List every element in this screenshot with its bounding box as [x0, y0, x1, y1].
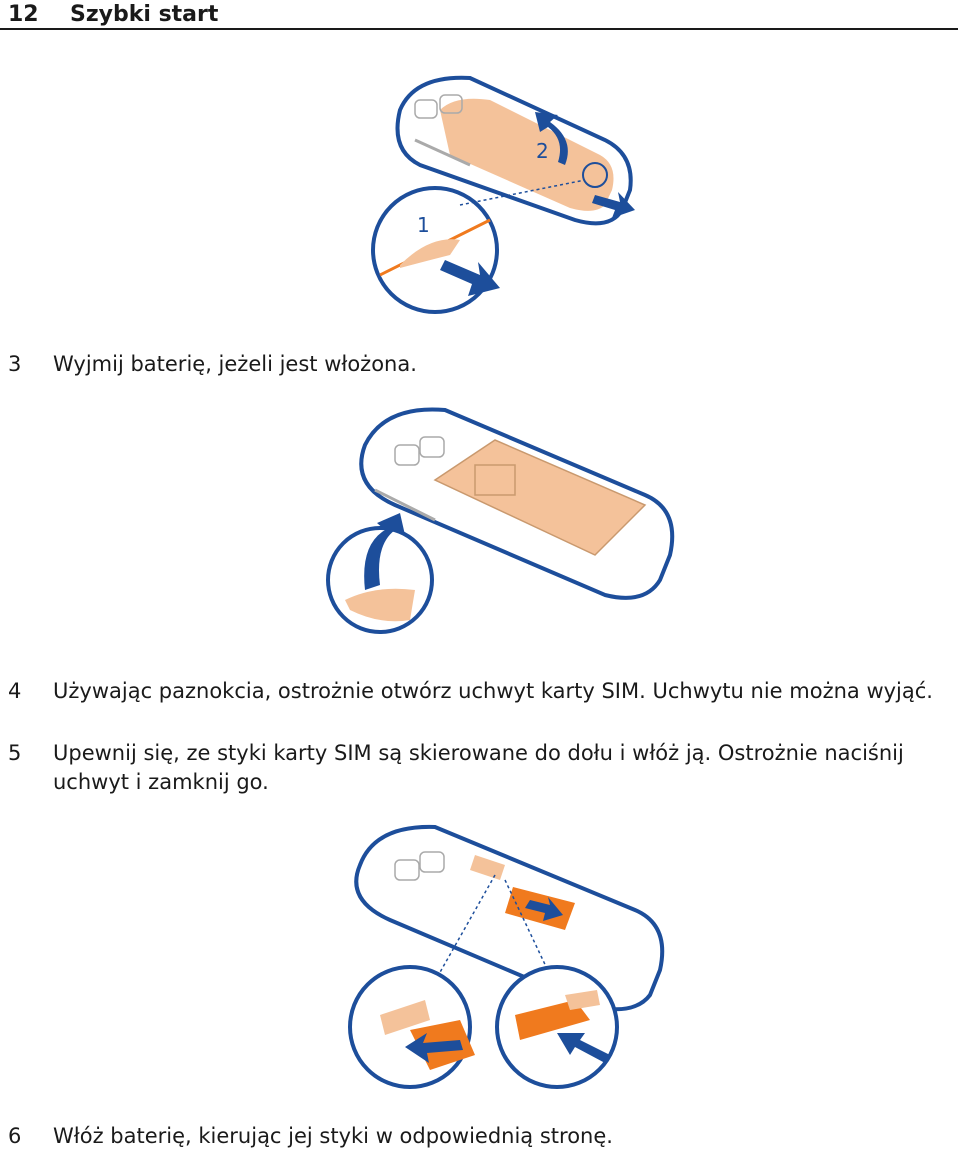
arrow-sim-icon — [525, 897, 563, 921]
arrow-sim-right-icon — [557, 1033, 610, 1063]
phone-back-open — [359, 407, 675, 600]
step-number: 4 — [8, 679, 22, 703]
step-text: Upewnij się, ze styki karty SIM są skier… — [53, 741, 904, 794]
phone-back-sim — [354, 824, 665, 1012]
arrow-push-icon — [440, 260, 500, 296]
step-number: 3 — [8, 352, 22, 376]
arrow-sim-left-icon — [405, 1033, 463, 1063]
step-text: Włóż baterię, kierując jej styki w odpow… — [53, 1124, 613, 1148]
page-number: 12 — [8, 2, 39, 27]
illustration-remove-cover: 2 1 — [371, 75, 635, 314]
step-text: Używając paznokcia, ostrożnie otwórz uch… — [53, 679, 933, 703]
step-number: 5 — [8, 741, 22, 765]
detail-circle-sim-right — [495, 965, 619, 1089]
arrow-lift-icon — [535, 112, 568, 165]
illustration-insert-sim — [348, 824, 665, 1089]
header-rule — [0, 28, 958, 30]
arrow-slide-icon — [592, 192, 635, 218]
illustration-remove-battery — [326, 407, 675, 634]
section-title: Szybki start — [70, 2, 219, 27]
detail-circle-battery — [326, 526, 434, 634]
page-header: 12 Szybki start — [0, 0, 960, 30]
label-step-2: 2 — [536, 139, 549, 163]
label-step-1: 1 — [417, 213, 430, 237]
phone-back-cover — [395, 75, 633, 226]
step-text: Wyjmij baterię, jeżeli jest włożona. — [53, 352, 417, 376]
step-number: 6 — [8, 1124, 22, 1148]
arrow-lift-battery-icon — [364, 513, 405, 590]
detail-circle-sim-left — [348, 965, 475, 1089]
